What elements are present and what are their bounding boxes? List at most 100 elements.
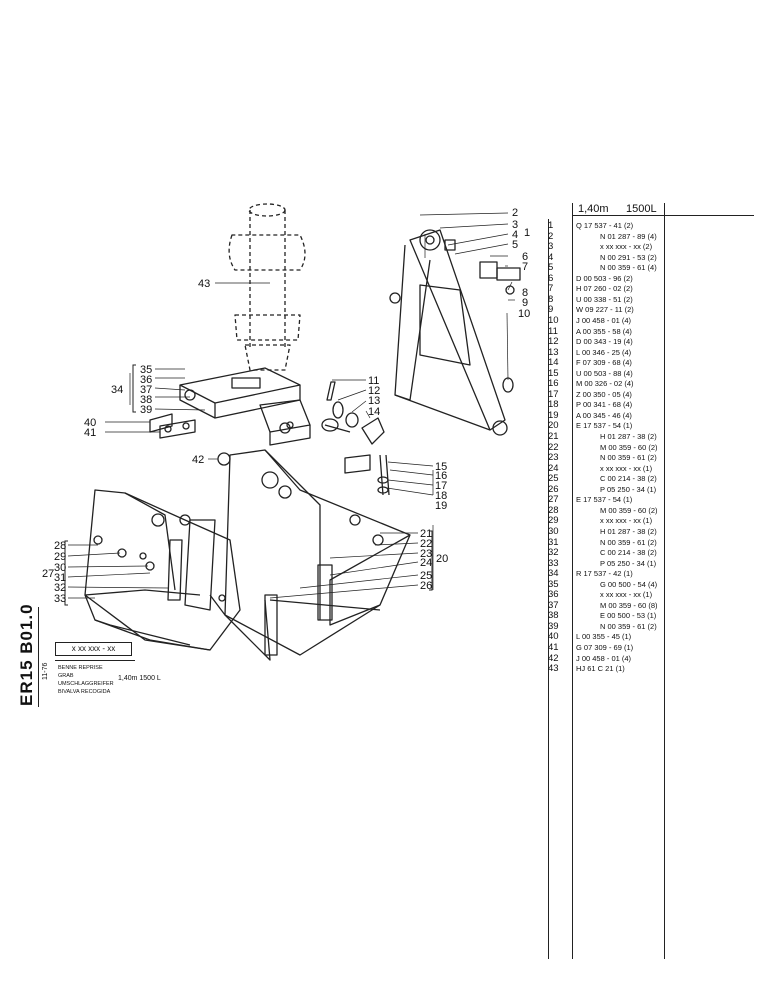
callout-7: 7 xyxy=(522,261,528,273)
part-reference: Q 17 537 - 41 (2) xyxy=(576,221,634,230)
part-number: 2 xyxy=(548,230,554,242)
part-reference: E 00 500 - 53 (1) xyxy=(600,611,657,621)
pin-plate xyxy=(149,413,196,439)
part-number: 36 xyxy=(548,589,559,601)
part-reference: D 00 343 - 19 (4) xyxy=(576,337,633,347)
cross-head xyxy=(179,367,311,446)
title-names: BENNE REPRISE GRAB UMSCHLAGGREIFER BIVAL… xyxy=(58,664,178,696)
part-reference: F 07 309 - 68 (4) xyxy=(576,358,632,368)
part-number: 13 xyxy=(548,346,559,358)
callout-27: 27 xyxy=(42,568,54,580)
callout-20: 20 xyxy=(436,553,448,565)
part-reference: M 00 359 - 60 (2) xyxy=(600,442,658,452)
part-reference: H 07 260 - 02 (2) xyxy=(576,284,633,294)
parts-row: 1 Q 17 537 - 41 (2) xyxy=(548,221,668,231)
part-number: 6 xyxy=(548,272,554,284)
parts-row: 8 U 00 338 - 51 (2) xyxy=(548,293,668,305)
callout-28: 28 xyxy=(54,540,66,552)
parts-row: 36 x xx xxx - xx (1) xyxy=(548,590,668,600)
part-number: 31 xyxy=(548,536,559,548)
part-reference: G 00 500 - 54 (4) xyxy=(600,579,658,589)
callout-26: 26 xyxy=(420,580,432,592)
part-number: 8 xyxy=(548,293,554,305)
reference-box: x xx xxx - xx xyxy=(55,642,132,656)
part-reference: H 01 287 - 38 (2) xyxy=(600,526,657,536)
part-number: 38 xyxy=(548,610,559,622)
callout-10: 10 xyxy=(518,308,530,320)
callout-15: 15 xyxy=(435,461,447,473)
part-reference: M 00 359 - 60 (2) xyxy=(600,505,658,515)
part-number: 21 xyxy=(548,431,559,442)
part-number: 4 xyxy=(548,251,554,263)
table-left-rule xyxy=(548,219,549,959)
part-number: 20 xyxy=(548,420,559,432)
callout-31: 31 xyxy=(54,572,66,584)
callout-34: 34 xyxy=(111,384,123,396)
callout-23: 23 xyxy=(420,548,432,560)
callout-22: 22 xyxy=(420,538,432,550)
title-block-frame xyxy=(38,607,51,707)
callout-18: 18 xyxy=(435,490,447,502)
part-reference: N 00 359 - 61 (2) xyxy=(600,537,657,547)
parts-row: 13 L 00 346 - 25 (4) xyxy=(548,346,668,358)
nut-42 xyxy=(217,452,231,466)
header-volume: 1500L xyxy=(626,203,657,215)
part-reference: J 00 458 - 01 (4) xyxy=(576,653,632,663)
part-reference: C 00 214 - 38 (2) xyxy=(600,548,657,558)
callout-labels: 1 2 3 4 5 6 7 8 9 10 11 12 13 14 15 16 1… xyxy=(42,207,530,605)
part-number: 16 xyxy=(548,378,559,390)
callout-32: 32 xyxy=(54,582,66,594)
part-number: 1 xyxy=(548,220,554,231)
part-reference: P 00 341 - 68 (4) xyxy=(576,400,633,410)
table-num-rule xyxy=(572,203,573,959)
part-number: 9 xyxy=(548,304,554,316)
part-number: 11 xyxy=(548,325,558,337)
part-reference: M 00 359 - 60 (8) xyxy=(600,600,658,610)
callout-42: 42 xyxy=(192,454,204,466)
part-number: 14 xyxy=(548,357,559,369)
callout-43: 43 xyxy=(198,278,210,290)
callout-19: 19 xyxy=(435,500,447,512)
part-reference: x xx xxx - xx (2) xyxy=(600,242,653,252)
part-number: 37 xyxy=(548,599,559,611)
bucket-shell-right xyxy=(209,449,411,661)
header-size: 1,40m xyxy=(578,203,609,215)
callout-11: 11 xyxy=(368,375,379,387)
part-reference: A 00 345 - 46 (4) xyxy=(576,410,632,420)
part-reference: x xx xxx - xx (1) xyxy=(600,463,653,473)
part-reference: R 17 537 - 42 (1) xyxy=(576,569,633,579)
table-col-rule xyxy=(664,203,665,959)
part-number: 19 xyxy=(548,409,559,421)
rotator-column xyxy=(228,203,306,371)
sheet-code: ER15 B01.0 xyxy=(17,603,36,706)
part-reference: x xx xxx - xx (1) xyxy=(600,590,653,600)
part-number: 40 xyxy=(548,631,559,643)
part-reference: P 05 250 - 34 (1) xyxy=(600,484,657,494)
parts-row: 19 A 00 345 - 46 (4) xyxy=(548,409,668,421)
table-frame-top xyxy=(572,215,754,216)
callout-30: 30 xyxy=(54,562,66,574)
part-reference: L 00 346 - 25 (4) xyxy=(576,347,632,357)
callout-8: 8 xyxy=(522,287,528,299)
part-reference: U 00 338 - 51 (2) xyxy=(576,294,633,304)
parts-row: 38 E 00 500 - 53 (1) xyxy=(548,611,668,621)
callout-35: 35 xyxy=(140,364,152,376)
